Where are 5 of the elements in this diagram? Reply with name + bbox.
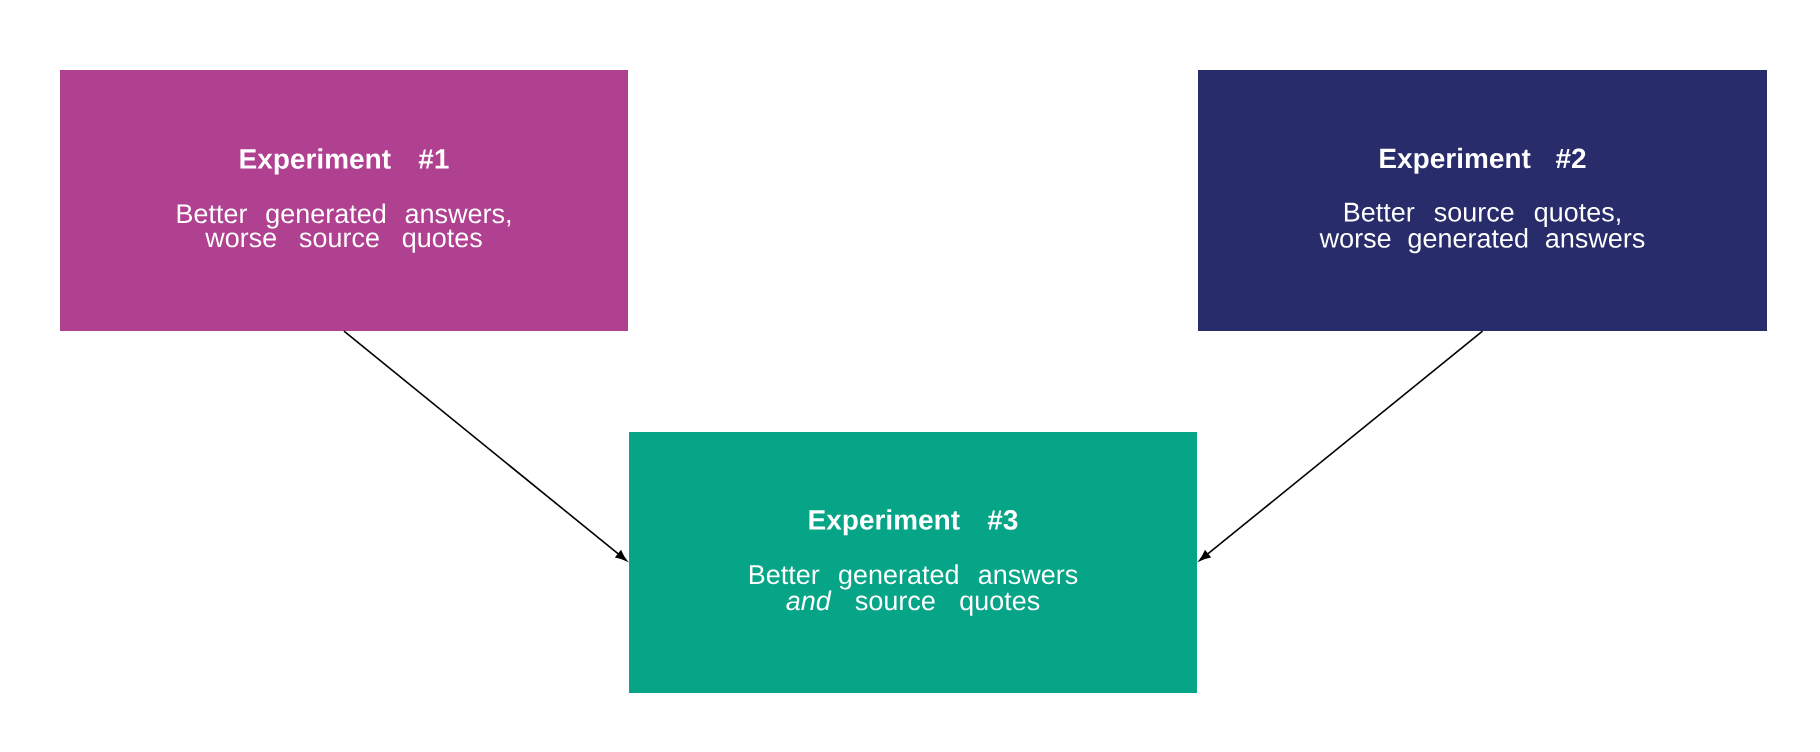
- process-box: Experiment #1 Better generated answers, worse source quotes: [60, 70, 628, 331]
- process-box: Experiment #3 Better generated answers and source quotes: [629, 432, 1197, 693]
- process-box: Experiment #2 Better source quotes, worse generated answers: [1198, 70, 1767, 331]
- arrow: [343, 330, 627, 562]
- arrow: [1199, 330, 1484, 562]
